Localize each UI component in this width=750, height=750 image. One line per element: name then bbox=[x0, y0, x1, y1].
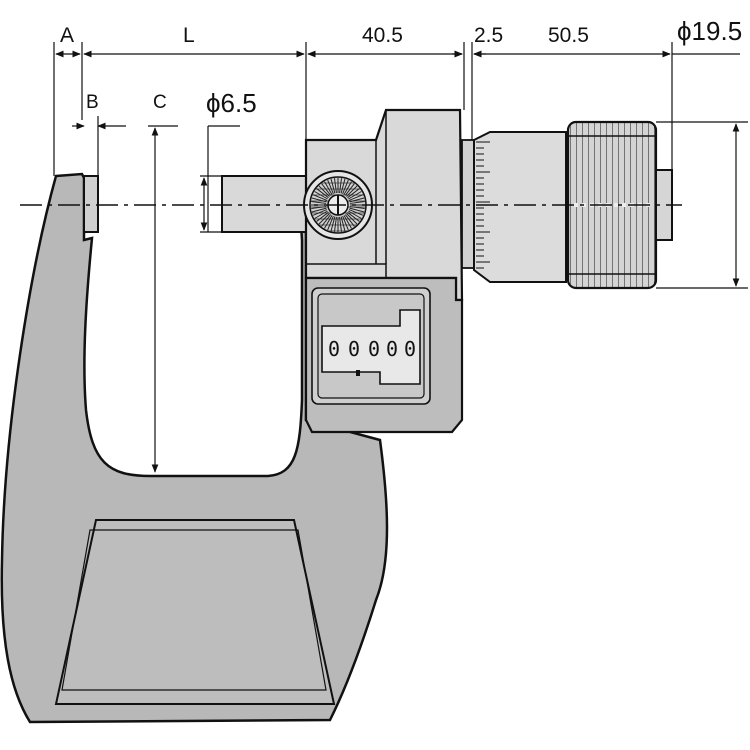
lcd-window bbox=[321, 309, 421, 385]
lcd-indicator bbox=[356, 370, 360, 376]
lcd-digit-4: 0 bbox=[386, 337, 398, 361]
label-50-5: 50.5 bbox=[548, 24, 589, 47]
label-c: C bbox=[153, 92, 167, 113]
lcd-digit-2: 0 bbox=[348, 337, 360, 361]
lcd-digit-1: 0 bbox=[328, 337, 340, 361]
frame-panel bbox=[54, 519, 336, 705]
frame-panel-inner bbox=[61, 529, 327, 691]
lcd-digit-3: 0 bbox=[368, 337, 380, 361]
label-phi-6-5: ϕ6.5 bbox=[206, 88, 257, 118]
sleeve-collar bbox=[461, 139, 475, 269]
lcd-digit-5: 0 bbox=[404, 337, 416, 361]
label-40-5: 40.5 bbox=[362, 24, 403, 47]
label-l: L bbox=[183, 24, 195, 47]
thimble[interactable] bbox=[473, 131, 567, 283]
anvil bbox=[83, 175, 99, 233]
spindle bbox=[221, 175, 307, 233]
label-phi-19-5: ϕ19.5 bbox=[677, 16, 742, 46]
label-b: B bbox=[86, 92, 99, 113]
label-2-5: 2.5 bbox=[474, 24, 503, 47]
label-a: A bbox=[60, 24, 74, 47]
